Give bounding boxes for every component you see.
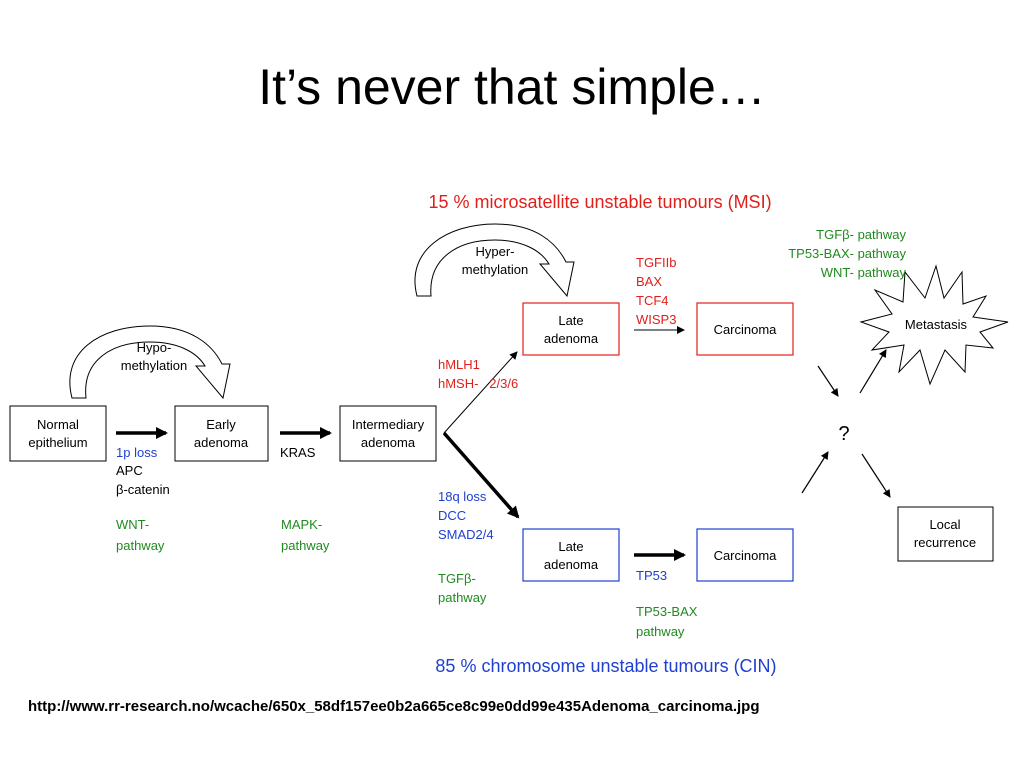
metastasis-starburst: Metastasis: [859, 264, 1009, 386]
source-url: http://www.rr-research.no/wcache/650x_58…: [28, 698, 760, 715]
msi-gene-label: TCF4: [636, 293, 669, 308]
msi-header: 15 % microsatellite unstable tumours (MS…: [428, 192, 771, 212]
cin-gene-label: DCC: [438, 508, 466, 523]
box-label: adenoma: [361, 435, 416, 450]
arrow-carcinoma-cin-to-question: [801, 451, 829, 494]
mapk-pathway-label: MAPK-: [281, 517, 322, 532]
box-label: recurrence: [914, 535, 976, 550]
hyper-label: Hyper-: [475, 244, 514, 259]
arrow-question-to-local: [861, 453, 891, 498]
early-adenoma-box: Early adenoma: [174, 405, 269, 462]
msi-gene-label: TGFIIb: [636, 255, 676, 270]
cin-gene-label: 18q loss: [438, 489, 487, 504]
msi-gene-label: BAX: [636, 274, 662, 289]
box-label: Carcinoma: [714, 548, 778, 563]
metastasis-label: Metastasis: [905, 317, 968, 332]
box-label: adenoma: [544, 331, 599, 346]
normal-epithelium-box: Normal epithelium: [9, 405, 107, 462]
msi-gene-label: WISP3: [636, 312, 676, 327]
wnt-pathway-label: pathway: [116, 538, 165, 553]
local-recurrence-box: Local recurrence: [897, 506, 994, 562]
mapk-pathway-label: pathway: [281, 538, 330, 553]
tp53-label: TP53: [636, 568, 667, 583]
mmr-gene-label: hMSH- 2/3/6: [438, 376, 518, 391]
step1-blue-label: 1p loss: [116, 445, 158, 460]
tgfb-pathway-label: TGFβ-: [438, 571, 476, 586]
intermediary-adenoma-box: Intermediary adenoma: [339, 405, 437, 462]
metastasis-pathway-label: TP53-BAX- pathway: [788, 246, 906, 261]
box-label: adenoma: [544, 557, 599, 572]
arrow-to-late-msi: [443, 351, 518, 434]
box-label: Early: [206, 417, 236, 432]
hypo-label: methylation: [121, 358, 187, 373]
tp53-bax-pathway-label: pathway: [636, 624, 685, 639]
late-adenoma-cin-box: Late adenoma: [522, 528, 620, 582]
slide-title: It’s never that simple…: [258, 59, 766, 115]
kras-label: KRAS: [280, 445, 316, 460]
box-label: Late: [558, 313, 583, 328]
question-mark: ?: [838, 423, 849, 445]
step1-label: β-catenin: [116, 482, 170, 497]
step1-label: APC: [116, 463, 143, 478]
hypo-methylation-arrow: Hypo- methylation: [69, 325, 231, 400]
cin-header: 85 % chromosome unstable tumours (CIN): [435, 656, 776, 676]
box-label: Local: [929, 517, 960, 532]
hypo-label: Hypo-: [137, 340, 172, 355]
box-label: Carcinoma: [714, 322, 778, 337]
mmr-gene-label: hMLH1: [438, 357, 480, 372]
wnt-pathway-label: WNT-: [116, 517, 149, 532]
box-label: adenoma: [194, 435, 249, 450]
carcinoma-msi-box: Carcinoma: [696, 302, 794, 356]
arrow-to-late-cin: [442, 431, 520, 519]
cin-gene-label: SMAD2/4: [438, 527, 494, 542]
tp53-bax-pathway-label: TP53-BAX: [636, 604, 698, 619]
box-label: Normal: [37, 417, 79, 432]
hyper-methylation-arrow: Hyper- methylation: [414, 223, 575, 298]
carcinoma-cin-box: Carcinoma: [696, 528, 794, 582]
arrow-carcinoma-msi-to-question: [817, 365, 839, 397]
tgfb-pathway-label: pathway: [438, 590, 487, 605]
arrow-question-to-metastasis: [859, 349, 887, 394]
late-adenoma-msi-box: Late adenoma: [522, 302, 620, 356]
metastasis-pathway-label: WNT- pathway: [821, 265, 907, 280]
box-label: Intermediary: [352, 417, 425, 432]
box-label: epithelium: [28, 435, 87, 450]
hyper-label: methylation: [462, 262, 528, 277]
box-label: Late: [558, 539, 583, 554]
metastasis-pathway-label: TGFβ- pathway: [816, 227, 906, 242]
